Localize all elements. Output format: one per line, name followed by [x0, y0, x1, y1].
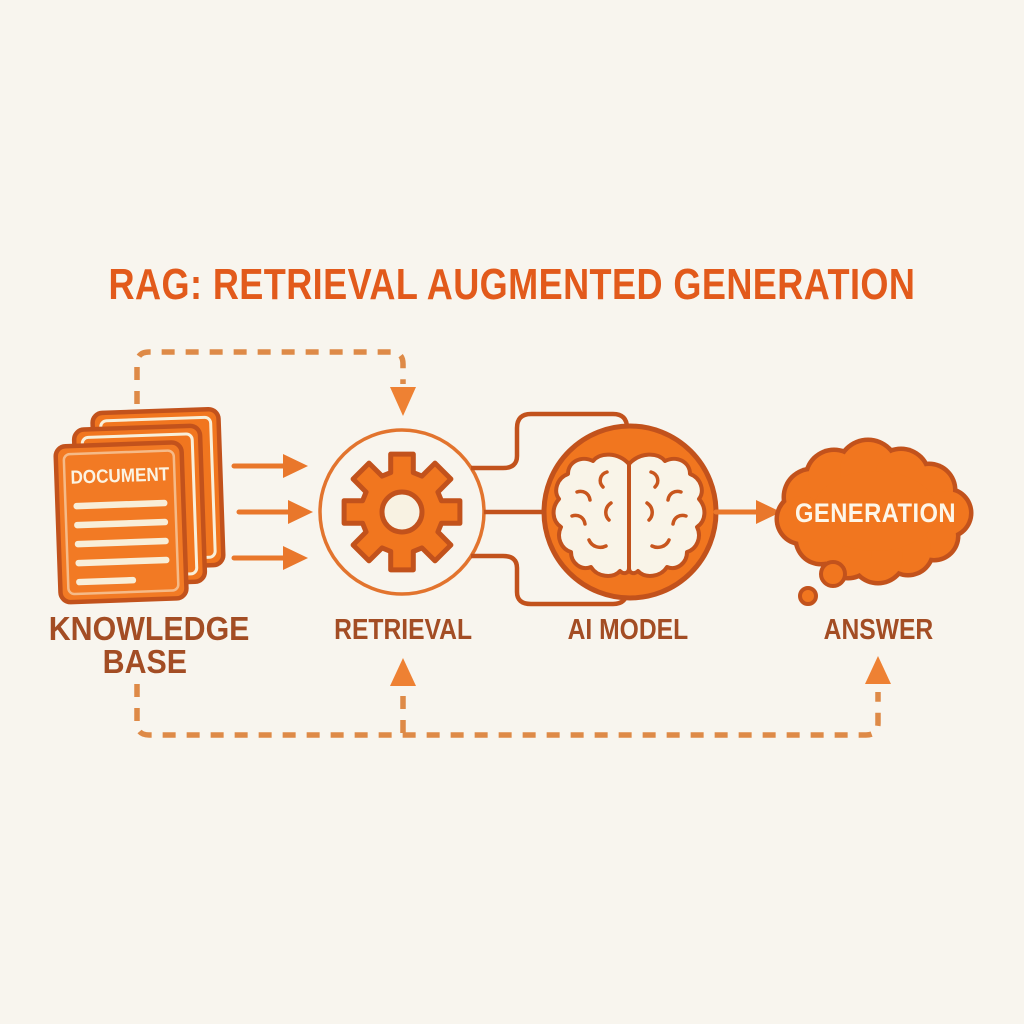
retrieval-label: RETRIEVAL — [334, 614, 472, 646]
thought-cloud-icon — [774, 437, 974, 606]
document-stack-icon — [53, 406, 226, 605]
arrowhead-down-icon — [390, 387, 416, 416]
thought-bubble-small — [798, 586, 818, 606]
diagram-title: RAG: RETRIEVAL AUGMENTED GENERATION — [108, 260, 916, 309]
document-label: DOCUMENT — [70, 464, 170, 489]
ai-model-label: AI MODEL — [567, 614, 689, 646]
knowledge-base-label: KNOWLEDGE BASE — [48, 610, 250, 680]
arrowhead-up-answer-icon — [865, 656, 891, 684]
gear-icon — [341, 451, 463, 573]
document-text-lines — [73, 499, 170, 586]
answer-label: ANSWER — [823, 614, 933, 646]
input-arrows-icon — [231, 454, 313, 570]
output-arrow-icon — [713, 500, 781, 524]
generation-bubble-label: GENERATION — [795, 498, 957, 528]
thought-bubble-large — [819, 560, 847, 588]
top-dashed-connector — [134, 349, 416, 416]
arrowhead-up-retrieval-icon — [390, 658, 416, 686]
brain-icon — [541, 423, 719, 601]
bottom-dashed-connector — [134, 656, 891, 738]
